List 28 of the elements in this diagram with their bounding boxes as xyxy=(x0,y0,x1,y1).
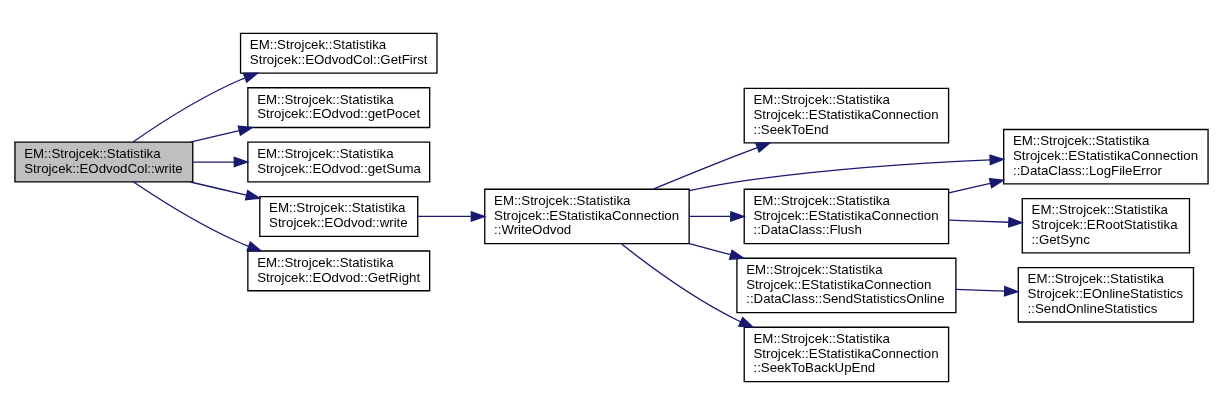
arrow xyxy=(688,242,746,260)
arrow xyxy=(955,285,1020,297)
node-box: EM::Strojcek::Statistika Strojcek::EOdvod::getSuma xyxy=(247,141,431,183)
node-box: EM::Strojcek::Statistika Strojcek::EOdvod::write xyxy=(259,195,419,238)
node-box: EM::Strojcek::Statistika Strojcek::EStatistikaConnection ::SeekToBackUpEnd xyxy=(743,326,950,383)
node-box: EM::Strojcek::Statistika Strojcek::ERootStatistika ::GetSync xyxy=(1021,197,1191,254)
node-box: EM::Strojcek::Statistika Strojcek::EOdvod::getPocet xyxy=(247,87,431,129)
arrow xyxy=(132,181,264,252)
node-box: EM::Strojcek::Statistika Strojcek::EOdvodCol::GetFirst xyxy=(239,32,438,74)
node-box: EM::Strojcek::Statistika Strojcek::EStatistikaConnection ::DataClass::SendStatisticsOnline xyxy=(736,257,957,314)
arrow xyxy=(132,72,260,143)
arrow xyxy=(189,181,262,201)
arrow xyxy=(688,210,747,223)
node-box: EM::Strojcek::Statistika Strojcek::EStatistikaConnection ::WriteOdvod xyxy=(484,188,690,245)
arrow xyxy=(652,142,772,190)
arrow xyxy=(192,156,250,168)
arrow xyxy=(620,243,755,328)
node-box: EM::Strojcek::Statistika Strojcek::EOdvodCol::write xyxy=(14,141,194,183)
arrow xyxy=(948,177,1006,194)
arrow xyxy=(948,216,1025,228)
node-box: EM::Strojcek::Statistika Strojcek::EStatistikaConnection ::DataClass::Flush xyxy=(743,188,950,245)
node-box: EM::Strojcek::Statistika Strojcek::EStatistikaConnection ::SeekToEnd xyxy=(743,87,950,144)
node-box: EM::Strojcek::Statistika Strojcek::EOnlineStatistics ::SendOnlineStatistics xyxy=(1017,266,1195,323)
node-box: EM::Strojcek::Statistika Strojcek::EOdvod::GetRight xyxy=(247,250,431,292)
node-box: EM::Strojcek::Statistika Strojcek::EStatistikaConnection ::DataClass::LogFileError xyxy=(1003,128,1209,185)
arrow xyxy=(688,154,1006,192)
arrow xyxy=(417,210,487,223)
arrow xyxy=(189,125,255,143)
